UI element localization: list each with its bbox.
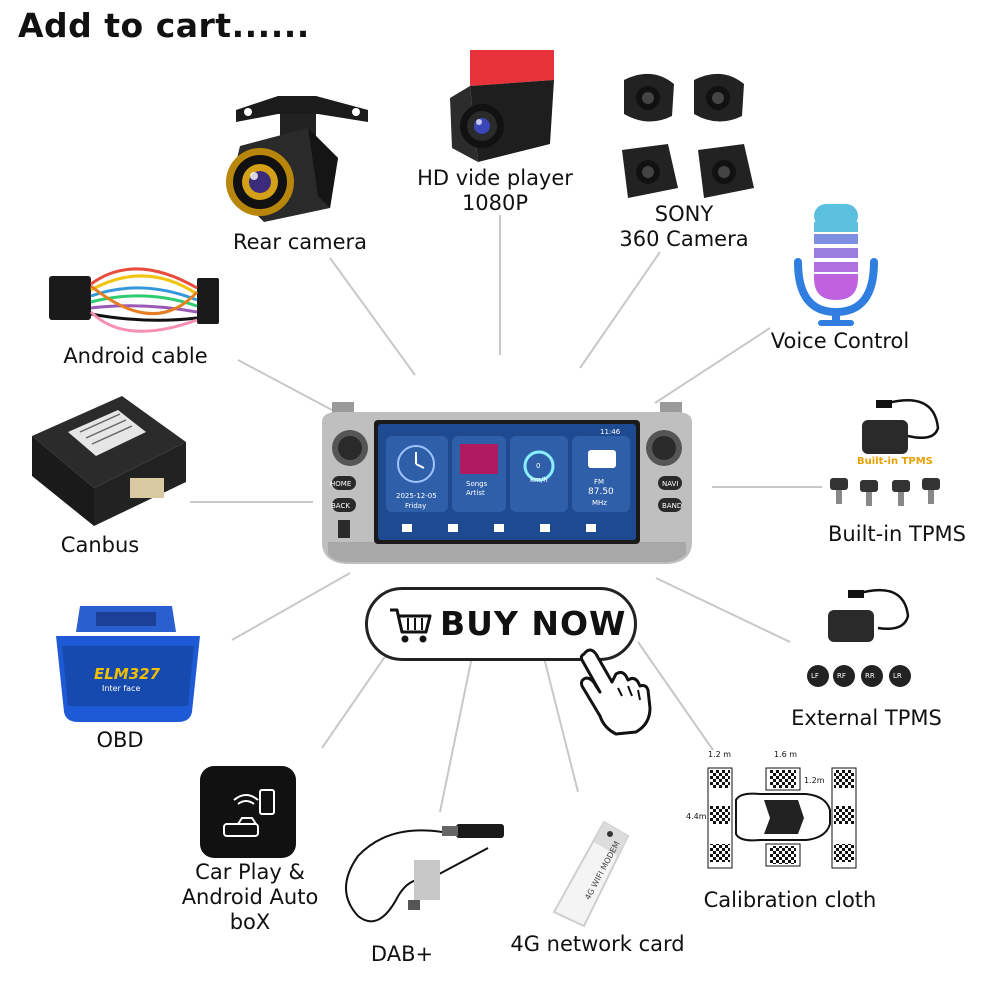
- tpms-sensor-lr: LR: [893, 672, 902, 680]
- shopping-cart-icon: [390, 608, 432, 643]
- buy-now-button[interactable]: BUY NOW: [365, 587, 637, 661]
- line-external-tpms: [655, 577, 791, 643]
- tpms-sensor-rr: RR: [865, 672, 875, 680]
- line-obd: [231, 572, 351, 641]
- obd-label: OBD: [96, 728, 144, 752]
- buy-now-label: BUY NOW: [440, 604, 627, 643]
- calibration-dim-top-mid: 1.6 m: [774, 750, 798, 759]
- screen-speed: 0: [536, 462, 541, 470]
- line-dab: [439, 641, 476, 813]
- voice-control-label: Voice Control: [770, 329, 910, 353]
- canbus-label: Canbus: [60, 533, 140, 557]
- obd-brand: ELM327: [94, 665, 161, 683]
- calibration-dim-right: 1.2m: [804, 776, 825, 785]
- builtin-tpms-image: [830, 399, 940, 506]
- android-cable-label: Android cable: [63, 344, 208, 368]
- screen-fm-band: FM: [594, 478, 605, 486]
- sony-360-camera-image: [622, 73, 754, 198]
- microphone-icon: [794, 204, 878, 326]
- obd-scanner-image: [56, 606, 200, 722]
- screen-date: 2025-12-05: [396, 492, 437, 500]
- line-4g: [539, 641, 579, 793]
- builtin-tpms-label: Built-in TPMS: [828, 522, 966, 546]
- rear-camera-label: Rear camera: [232, 230, 368, 254]
- calibration-cloth-image: [707, 767, 857, 869]
- tpms-sensor-lf: LF: [811, 672, 819, 680]
- screen-speed-unit: km/h: [530, 476, 548, 484]
- external-tpms-label: External TPMS: [791, 706, 942, 730]
- rear-camera-image: [226, 96, 368, 222]
- home-button[interactable]: HOME: [330, 480, 352, 488]
- page-heading: Add to cart......: [18, 6, 310, 45]
- sony-360-camera-label: SONY 360 Camera: [619, 202, 749, 251]
- screen-time: 11:46: [600, 428, 621, 436]
- carplay-box-image: [200, 766, 296, 858]
- line-rear-camera: [329, 257, 416, 376]
- dab-label: DAB+: [370, 942, 434, 966]
- line-android-cable: [237, 359, 333, 411]
- screen-fm-freq: 87.50: [588, 487, 614, 497]
- back-button[interactable]: BACK: [331, 502, 350, 510]
- calibration-dim-top-left: 1.2 m: [708, 750, 732, 759]
- line-calibration: [637, 641, 714, 751]
- tpms-sensor-rf: RF: [837, 672, 846, 680]
- line-voice: [654, 327, 771, 404]
- pointing-hand-icon: [579, 648, 652, 736]
- obd-subtitle: Inter face: [102, 684, 141, 693]
- 4g-network-card-label: 4G network card: [510, 932, 685, 956]
- dab-antenna-image: [345, 824, 504, 923]
- line-360-camera: [579, 251, 661, 369]
- calibration-dim-left: 4.4m: [686, 812, 707, 821]
- external-tpms-image: [807, 588, 911, 687]
- line-carplay: [321, 641, 396, 749]
- navi-button[interactable]: NAVI: [662, 480, 679, 488]
- 4g-modem-image: [552, 820, 630, 928]
- calibration-cloth-label: Calibration cloth: [703, 888, 877, 912]
- screen-music-title: Songs: [466, 480, 488, 488]
- car-radio-unit: [322, 402, 692, 564]
- android-cable-image: [49, 267, 219, 333]
- screen-music-artist: Artist: [466, 489, 485, 497]
- carplay-box-label: Car Play & Android Auto boX: [181, 860, 319, 934]
- canbus-box-image: [32, 396, 186, 526]
- band-button[interactable]: BAND: [662, 502, 683, 510]
- hd-video-player-label: HD vide player 1080P: [417, 166, 573, 215]
- screen-day: Friday: [405, 502, 427, 510]
- builtin-tpms-tag: Built-in TPMS: [857, 456, 933, 467]
- hd-video-player-image: [450, 50, 554, 162]
- screen-fm-unit: MHz: [592, 499, 607, 507]
